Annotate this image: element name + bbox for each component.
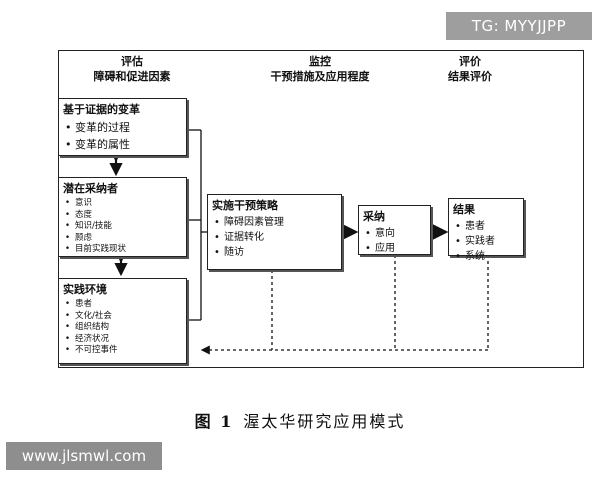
list-item: 目前实践现状 [65, 244, 186, 256]
box-adoption: 采纳 意向 应用 [358, 205, 431, 256]
list-item: 患者 [455, 219, 523, 234]
box-title: 基于证据的变革 [63, 103, 140, 116]
box-title: 实施干预策略 [212, 199, 278, 212]
list-item: 变革的属性 [65, 136, 186, 153]
column-header-monitor-title: 监控 [309, 55, 331, 68]
box-evidence-based-innovation: 基于证据的变革 变革的过程 变革的属性 [58, 98, 187, 156]
list-item: 经济状况 [65, 334, 186, 346]
box-potential-adopters: 潜在采纳者 意识 态度 知识/技能 顾虑 目前实践现状 [58, 177, 187, 257]
list-item: 不可控事件 [65, 345, 186, 357]
column-header-evaluate-title: 评价 [459, 55, 481, 68]
figure-label: 图 1 [194, 412, 234, 431]
column-header-monitor: 监控 干预措施及应用程度 [250, 54, 390, 84]
box-intervention-strategy: 实施干预策略 障碍因素管理 证据转化 随访 [207, 194, 342, 270]
column-header-assess: 评估 障碍和促进因素 [80, 54, 184, 84]
box-title: 潜在采纳者 [63, 182, 118, 195]
column-header-assess-title: 评估 [121, 55, 143, 68]
list-item: 变革的过程 [65, 119, 186, 136]
box-practice-environment: 实践环境 患者 文化/社会 组织结构 经济状况 不可控事件 [58, 278, 187, 364]
box-title: 结果 [453, 203, 475, 216]
list-item: 患者 [65, 299, 186, 311]
list-item: 障碍因素管理 [214, 215, 341, 230]
list-item: 组织结构 [65, 322, 186, 334]
column-header-evaluate: 评价 结果评价 [430, 54, 510, 84]
box-outcomes: 结果 患者 实践者 系统 [448, 198, 524, 264]
list-item: 文化/社会 [65, 311, 186, 323]
box-title: 采纳 [363, 210, 385, 223]
watermark-top: TG: MYYJJPP [446, 12, 592, 40]
list-item: 态度 [65, 210, 186, 222]
list-item: 意向 [365, 226, 430, 241]
box-title: 实践环境 [63, 283, 107, 296]
list-item: 实践者 [455, 234, 523, 249]
list-item: 顾虑 [65, 233, 186, 245]
column-header-assess-subtitle: 障碍和促进因素 [93, 70, 171, 83]
watermark-bottom: www.jlsmwl.com [6, 442, 162, 470]
column-header-evaluate-subtitle: 结果评价 [448, 70, 492, 83]
list-item: 应用 [365, 241, 430, 256]
figure-title: 渥太华研究应用模式 [243, 412, 406, 431]
figure-caption: 图 1 渥太华研究应用模式 [0, 408, 600, 432]
column-header-monitor-subtitle: 干预措施及应用程度 [270, 70, 370, 83]
list-item: 系统 [455, 249, 523, 264]
list-item: 证据转化 [214, 230, 341, 245]
list-item: 意识 [65, 198, 186, 210]
list-item: 随访 [214, 245, 341, 260]
list-item: 知识/技能 [65, 221, 186, 233]
